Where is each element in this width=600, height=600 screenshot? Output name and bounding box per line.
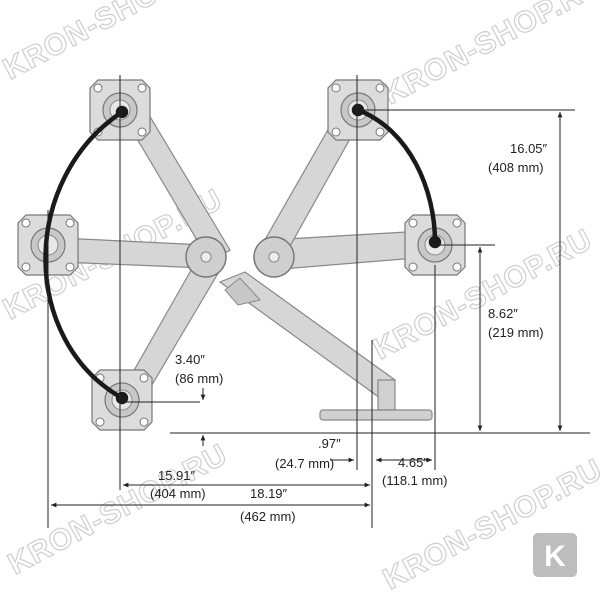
height-total-metric: (408 mm): [488, 160, 544, 175]
reach-inner-imperial: 15.91″: [158, 468, 196, 483]
watermark-text: KRON-SHOP.RU: [378, 0, 600, 111]
offset-small-imperial: .97″: [318, 436, 341, 451]
offset-small-metric: (24.7 mm): [275, 456, 334, 471]
height-mid-imperial: 8.62″: [488, 306, 518, 321]
rotation-arcs: [43, 103, 442, 405]
watermark-text: KRON-SHOP.RU: [0, 0, 228, 86]
height-mid-metric: (219 mm): [488, 325, 544, 340]
monitor-arm-illustration: [17, 79, 466, 431]
drop-metric: (86 mm): [175, 371, 223, 386]
offset-right-metric: (118.1 mm): [382, 473, 448, 488]
k-logo: K: [533, 533, 577, 577]
reach-outer-metric: (462 mm): [240, 509, 296, 524]
logo-letter: K: [544, 540, 566, 573]
watermark-text: KRON-SHOP.RU: [3, 438, 233, 581]
height-total-imperial: 16.05″: [510, 141, 548, 156]
offset-right-imperial: 4.65″: [398, 455, 428, 470]
reach-inner-metric: (404 mm): [150, 486, 206, 501]
dimension-labels: 16.05″ (408 mm) 8.62″ (219 mm) 3.40″ (86…: [150, 141, 548, 524]
drop-imperial: 3.40″: [175, 352, 205, 367]
dimension-lines: [47, 75, 590, 528]
reach-outer-imperial: 18.19″: [250, 486, 288, 501]
